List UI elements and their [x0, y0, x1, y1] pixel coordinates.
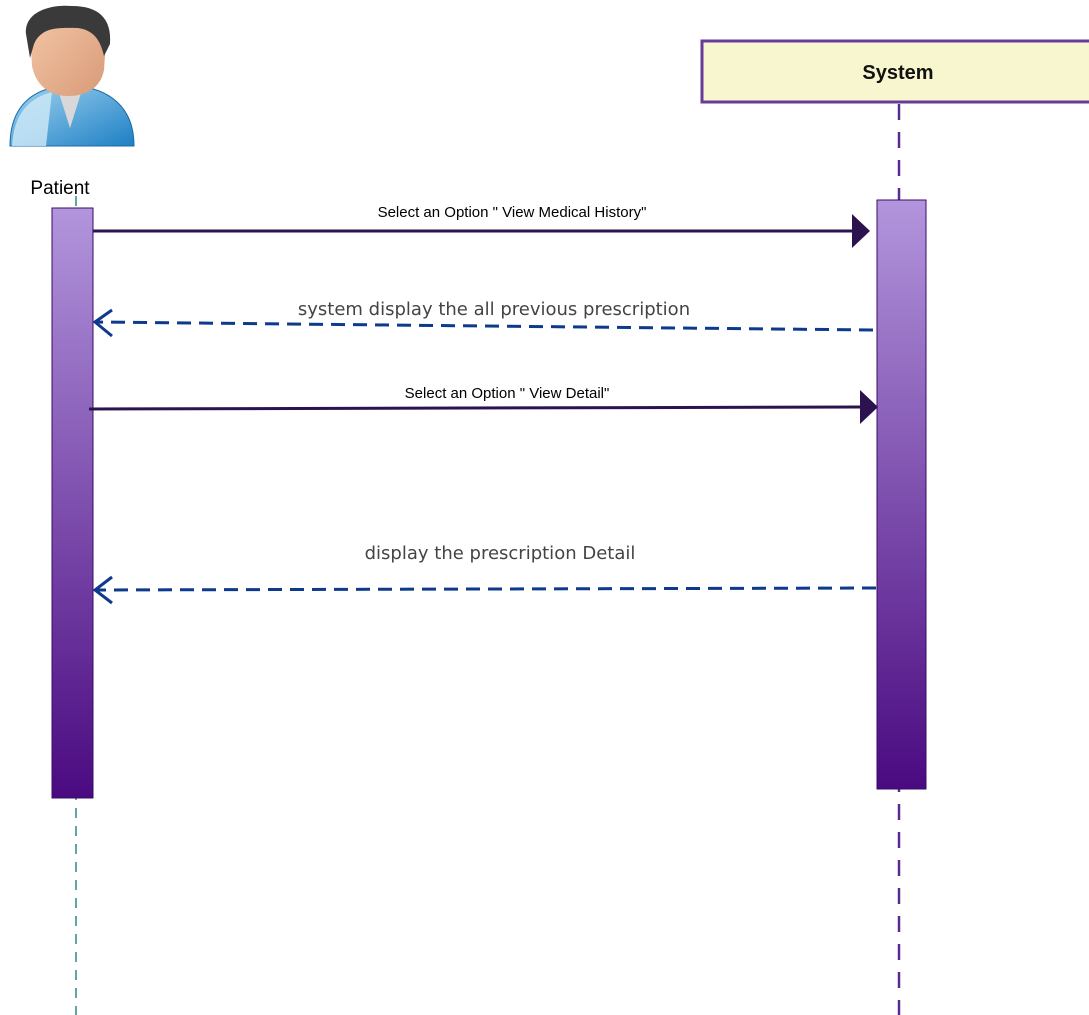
- patient-activation-bar: [51, 207, 94, 799]
- message-2-arrow-line: [95, 320, 874, 332]
- message-2: system display the all previous prescrip…: [92, 299, 874, 338]
- system-activation-bar: [876, 199, 927, 790]
- patient-participant-label: Patient: [30, 178, 90, 199]
- message-3-label: Select an Option " View Detail": [405, 385, 610, 402]
- message-3: Select an Option " View Detail": [88, 385, 878, 424]
- message-4-arrowhead: [92, 575, 113, 605]
- message-1-arrowhead: [852, 214, 870, 248]
- message-2-label: system display the all previous prescrip…: [298, 299, 690, 320]
- system-participant-label: System: [862, 62, 933, 84]
- message-4: display the prescription Detail: [92, 543, 877, 605]
- user-avatar-icon: [9, 5, 135, 147]
- message-1: Select an Option " View Medical History": [93, 204, 870, 248]
- message-3-arrow-line: [88, 405, 861, 411]
- message-3-arrowhead: [860, 390, 878, 424]
- system-participant-box: [700, 39, 1089, 104]
- message-4-label: display the prescription Detail: [365, 543, 636, 564]
- message-2-arrowhead: [92, 308, 113, 338]
- message-4-arrow-line: [95, 586, 877, 592]
- message-1-label: Select an Option " View Medical History": [378, 204, 647, 221]
